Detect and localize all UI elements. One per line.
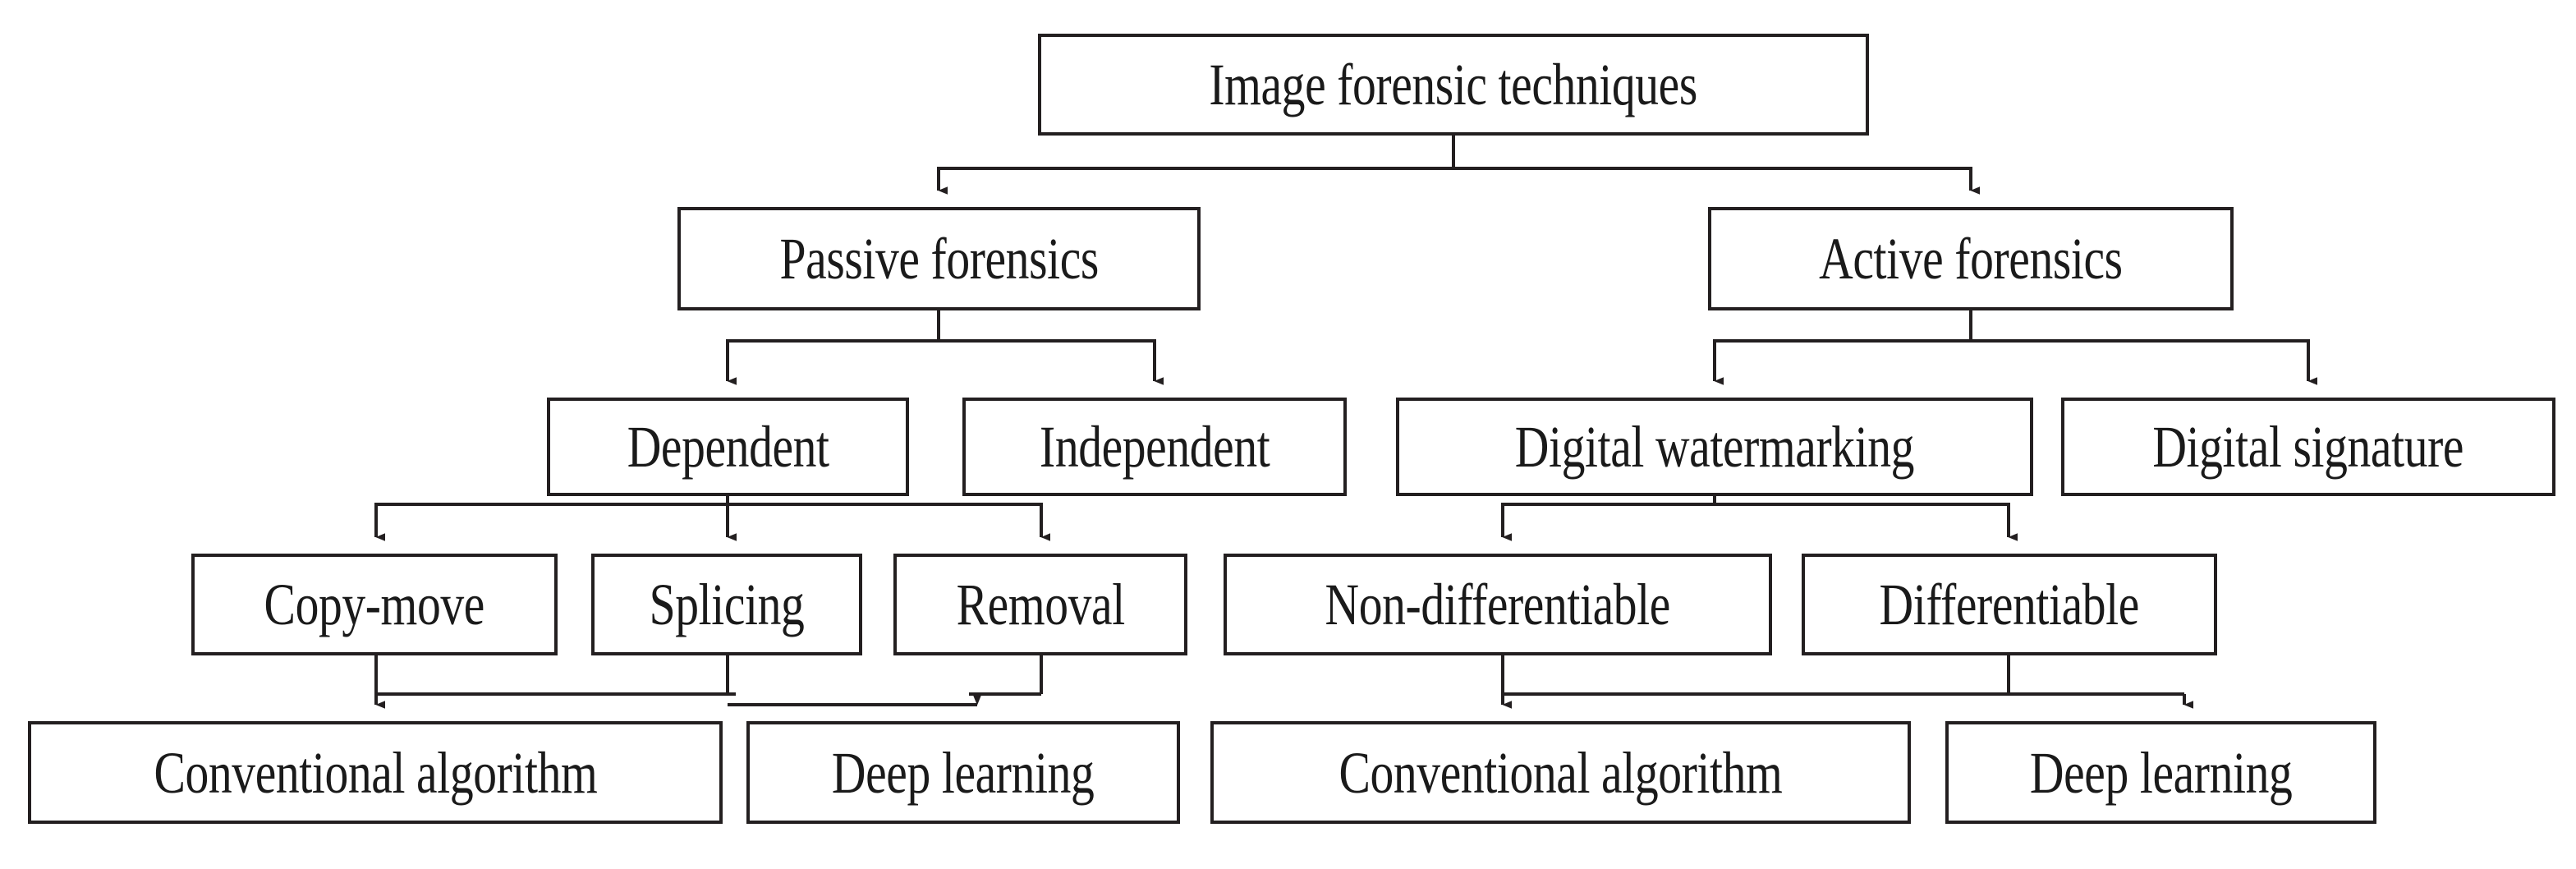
node-label: Non-differentiable [1325, 572, 1671, 637]
node-independent[interactable]: Independent [962, 398, 1347, 496]
edge-root-to-active [1452, 136, 1981, 195]
edge-dependent-to-removal [726, 496, 1051, 541]
node-passive-forensics[interactable]: Passive forensics [677, 207, 1201, 310]
node-label: Differentiable [1879, 572, 2140, 637]
node-label: Image forensic techniques [1209, 52, 1698, 117]
node-label: Digital watermarking [1514, 414, 1915, 480]
edge-active-to-watermark [1713, 310, 1972, 385]
edge-passive-to-dependent [726, 310, 940, 385]
node-conventional-algorithm-active[interactable]: Conventional algorithm [1210, 721, 1911, 824]
edge-watermark-to-nondiff [1501, 496, 1716, 541]
node-label: Digital signature [2152, 414, 2464, 480]
node-label: Conventional algorithm [154, 739, 597, 806]
node-conventional-algorithm-passive[interactable]: Conventional algorithm [28, 721, 723, 824]
edge-watermark-to-diff [1713, 496, 2018, 541]
node-deep-learning-passive[interactable]: Deep learning [746, 721, 1180, 824]
edge-root-to-passive [937, 136, 1455, 195]
node-differentiable[interactable]: Differentiable [1802, 554, 2217, 655]
edge-passive-to-independent [937, 310, 1164, 385]
node-label: Deep learning [2029, 739, 2293, 806]
node-copy-move[interactable]: Copy-move [191, 554, 558, 655]
node-label: Active forensics [1819, 226, 2123, 292]
node-removal[interactable]: Removal [893, 554, 1187, 655]
node-splicing[interactable]: Splicing [591, 554, 862, 655]
node-label: Copy-move [264, 572, 485, 637]
node-active-forensics[interactable]: Active forensics [1708, 207, 2234, 310]
node-label: Conventional algorithm [1339, 739, 1783, 806]
node-digital-signature[interactable]: Digital signature [2061, 398, 2555, 496]
edge-dependent-to-copymove [374, 496, 729, 541]
node-label: Removal [956, 572, 1125, 637]
node-digital-watermarking[interactable]: Digital watermarking [1396, 398, 2033, 496]
node-dependent[interactable]: Dependent [547, 398, 909, 496]
node-root[interactable]: Image forensic techniques [1038, 34, 1869, 136]
node-label: Independent [1039, 414, 1270, 480]
node-label: Splicing [649, 572, 805, 637]
node-non-differentiable[interactable]: Non-differentiable [1224, 554, 1772, 655]
node-label: Passive forensics [779, 226, 1099, 292]
node-deep-learning-active[interactable]: Deep learning [1945, 721, 2376, 824]
node-label: Deep learning [832, 739, 1095, 806]
edge-active-to-signature [1969, 310, 2318, 385]
node-label: Dependent [627, 414, 829, 480]
